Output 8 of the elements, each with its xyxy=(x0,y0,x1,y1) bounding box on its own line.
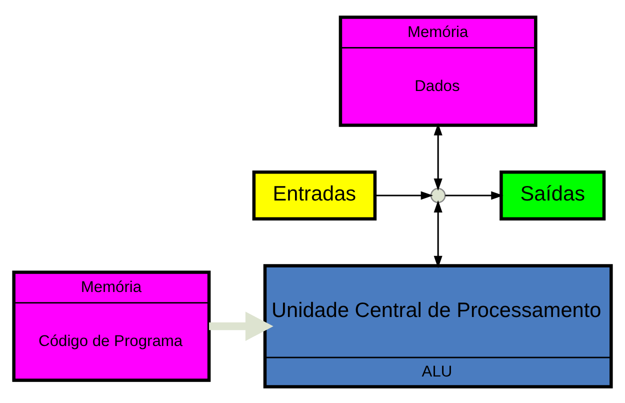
node-point xyxy=(430,187,446,203)
arrow xyxy=(375,190,434,200)
node-box: Entradas xyxy=(252,170,377,220)
arrow xyxy=(434,122,442,190)
arrow xyxy=(209,311,274,340)
arrow xyxy=(445,190,504,200)
arrow xyxy=(434,200,442,268)
node-box: Saídas xyxy=(500,170,606,220)
